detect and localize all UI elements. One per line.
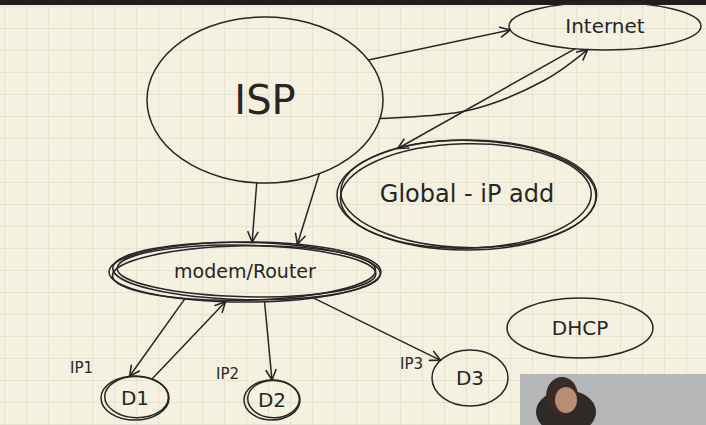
ip-label: IP1 bbox=[70, 360, 93, 377]
device-circle: D3 bbox=[430, 348, 510, 408]
outline-stroke bbox=[244, 380, 300, 420]
outline-stroke bbox=[112, 240, 381, 303]
router-ellipse: modem/Router bbox=[107, 240, 383, 304]
ip-label: IP3 bbox=[400, 356, 423, 373]
node-label: Internet bbox=[565, 15, 644, 38]
device-circle: D1 bbox=[99, 374, 171, 422]
arrow-connector bbox=[398, 49, 575, 149]
internet-ellipse: Internet bbox=[507, 0, 703, 52]
node-texts: Global - iP add bbox=[335, 138, 599, 252]
arrow-connector bbox=[265, 302, 272, 380]
webcam-overlay bbox=[520, 374, 706, 425]
node-label: modem/Router bbox=[174, 261, 316, 283]
outline-stroke bbox=[340, 138, 597, 251]
isp-ellipse: ISP bbox=[145, 15, 385, 185]
node-label: D3 bbox=[456, 367, 484, 390]
webcam-person-face bbox=[555, 387, 577, 413]
outline-stroke bbox=[147, 17, 383, 183]
outline-stroke bbox=[247, 380, 299, 418]
outline-stroke bbox=[432, 350, 508, 406]
arrow-connector bbox=[368, 30, 510, 60]
node-texts: Internet bbox=[507, 0, 703, 52]
node-texts: ISP bbox=[145, 15, 385, 185]
node-label: DHCP bbox=[552, 317, 608, 340]
arrow-connector bbox=[252, 183, 257, 242]
dhcp-ellipse: DHCP bbox=[505, 296, 655, 360]
outline-stroke bbox=[101, 376, 169, 420]
outline-stroke bbox=[104, 376, 168, 419]
arrow-connector bbox=[313, 298, 440, 360]
node-texts: D1 bbox=[99, 374, 171, 422]
ip-label: IP2 bbox=[216, 366, 239, 383]
node-label: D2 bbox=[258, 389, 286, 412]
outline-stroke bbox=[509, 2, 701, 50]
node-texts: D2 bbox=[242, 378, 302, 422]
webcam-person-head bbox=[546, 377, 578, 415]
arrow-connector bbox=[130, 299, 185, 376]
node-texts: DHCP bbox=[505, 296, 655, 360]
node-texts: D3 bbox=[430, 348, 510, 408]
outline-stroke bbox=[117, 243, 377, 300]
node-texts: modem/Router bbox=[107, 240, 383, 304]
node-label: Global - iP add bbox=[380, 181, 554, 209]
arrow-connector bbox=[152, 302, 225, 379]
outline-stroke bbox=[112, 243, 376, 303]
node-label: D1 bbox=[121, 387, 149, 410]
outline-stroke bbox=[340, 141, 593, 251]
node-label: ISP bbox=[234, 77, 295, 123]
outline-stroke bbox=[507, 298, 653, 358]
global-ip-ellipse: Global - iP add bbox=[335, 138, 599, 252]
device-circle: D2 bbox=[242, 378, 302, 422]
arrow-connector bbox=[297, 174, 319, 245]
